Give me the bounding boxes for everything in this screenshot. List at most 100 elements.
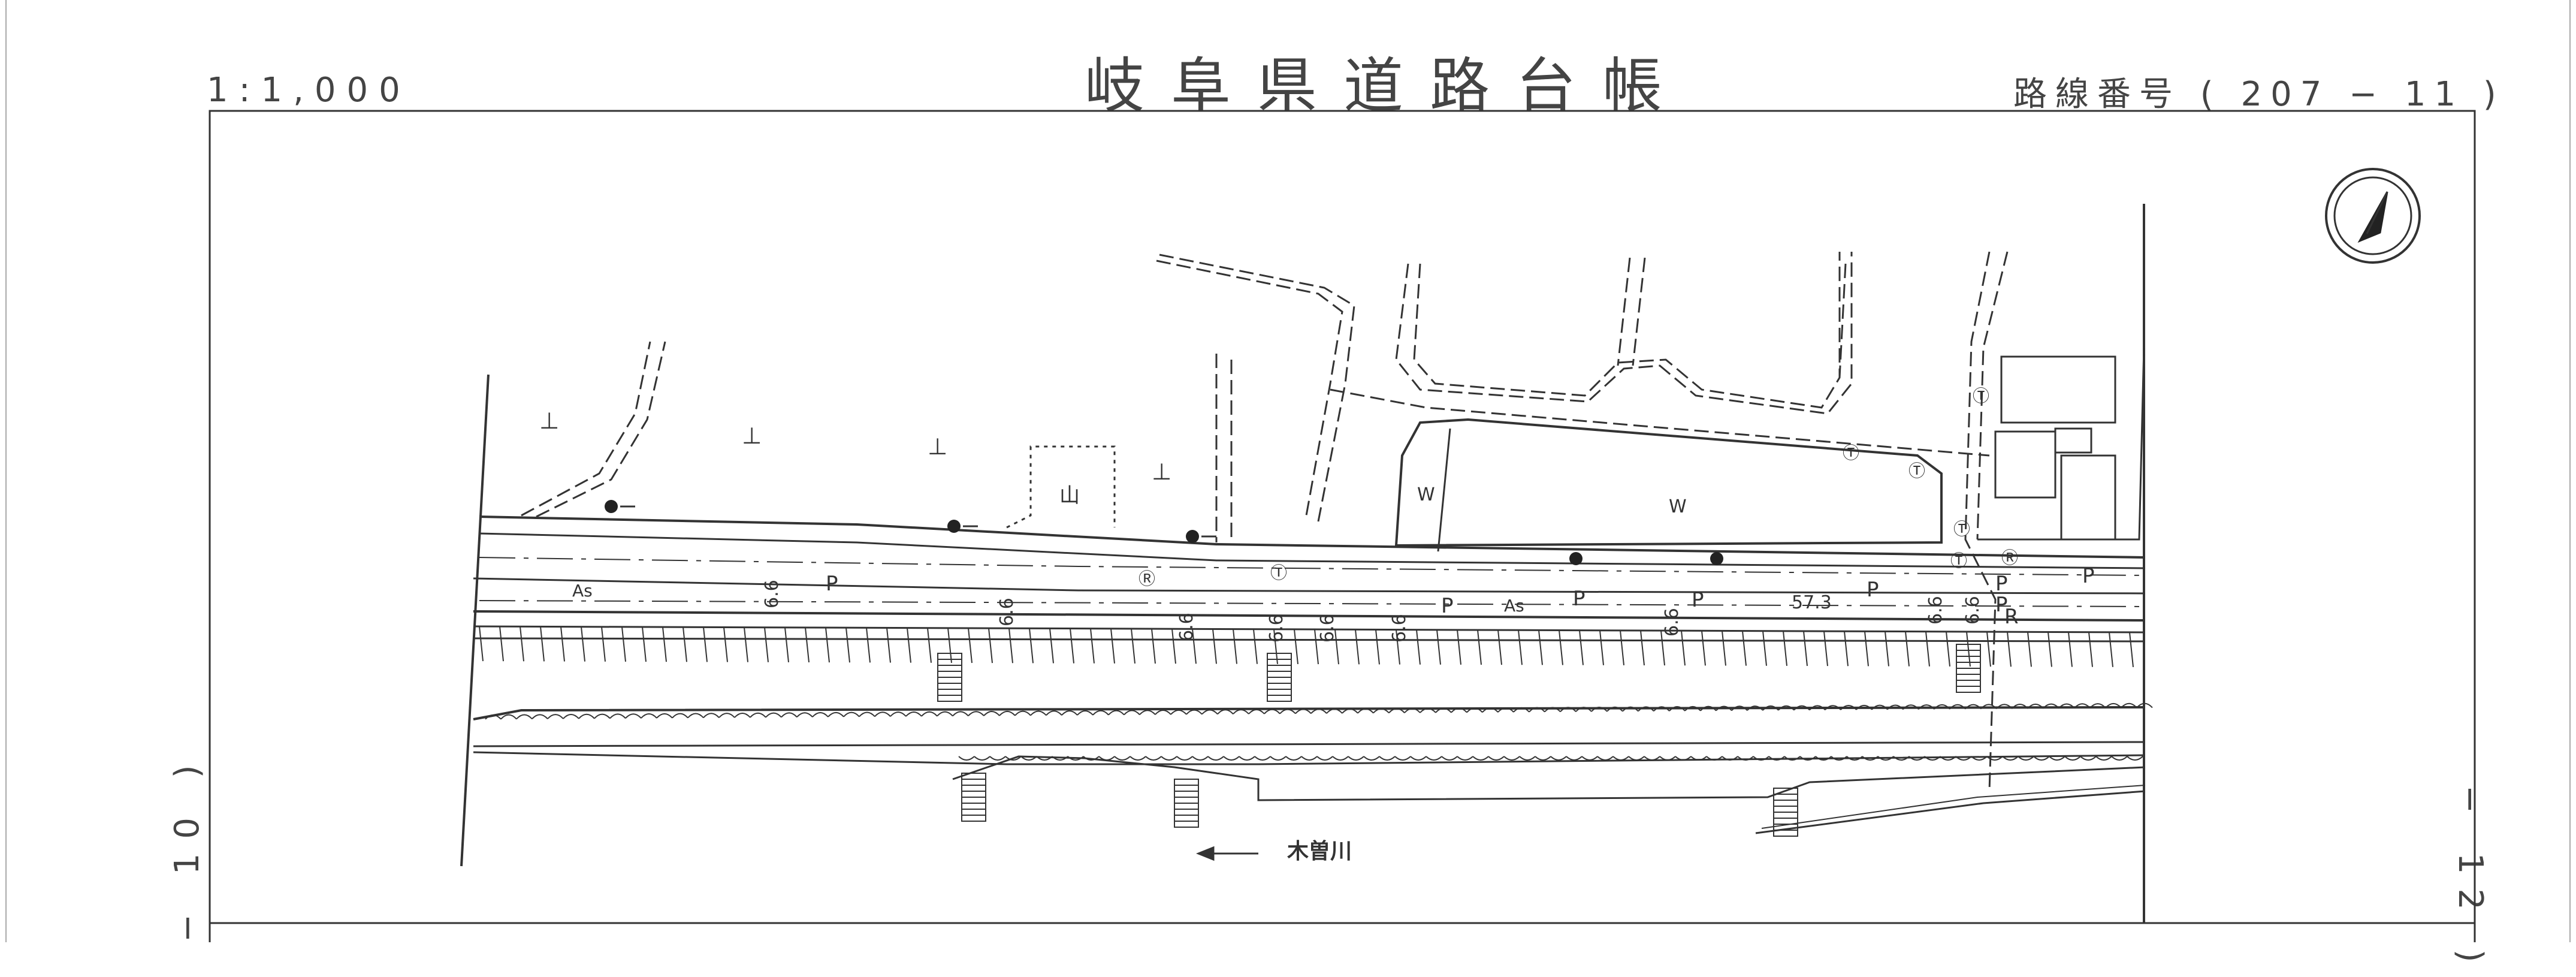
bank-scallop [1052,756,1068,761]
step-structure [961,773,986,822]
bank-scallop [1747,705,1763,711]
bank-scallop [641,713,657,719]
bank-scallop [874,711,891,717]
left-vertical-line [460,374,490,867]
bank-scallop [734,712,751,718]
bank-scallop [1061,710,1078,716]
hatch-tick [845,628,850,663]
bank-scallop [1270,756,1287,761]
hatch-tick [479,626,484,662]
bank-scallop [1394,756,1411,761]
step-structure [1174,779,1199,828]
hatch-tick [927,628,932,663]
hatch-tick [1396,629,1400,665]
bank-scallop [1482,707,1499,713]
water-area [1394,418,1943,552]
bank-scallop [1014,710,1031,716]
hatch-tick [1538,630,1543,665]
pole-tails [620,505,1216,538]
bank-scallop [2127,756,2143,761]
bank-scallop [1529,707,1545,713]
bank-scallop [703,713,720,719]
bank-scallop [1161,756,1177,761]
shoulder-label: P [826,572,838,596]
bank-scallop [1622,706,1639,712]
shoulder-label: P [1441,594,1454,618]
bank-scallop [1466,707,1483,713]
bank-scallop [2080,756,2097,761]
hatch-tick [1049,628,1054,664]
bank-scallop [1036,756,1053,761]
bank-scallop [1638,706,1654,712]
bank-scallop [1092,710,1109,716]
bank-scallop [1404,708,1421,713]
hatch-tick [1355,629,1360,665]
bank-scallop [1856,704,1873,710]
hatch-tick [764,627,769,662]
bank-scallop [1815,756,1832,761]
width-label: 6.6 [1662,608,1683,637]
bank-scallop [1949,704,1966,710]
bank-scallop [1809,705,1826,711]
landuse-symbol: ⊥ [742,423,762,449]
bank-scallop [1503,756,1520,761]
bank-scallop [1388,708,1405,714]
bank-scallop [1644,756,1660,761]
step-structure [1956,644,1981,693]
hatch-tick [1701,631,1706,666]
hatch-tick [1273,629,1278,664]
hatch-tick [2109,632,2113,667]
r-label: R [2004,605,2019,629]
bank-scallop [2095,756,2112,761]
bank-scallop [2002,756,2019,761]
route-number: 路線番号 ( 207 − 11 ) [2013,75,2505,114]
bank-scallop [1124,710,1140,716]
hatch-tick [1518,630,1523,665]
bank-scallop [781,712,798,718]
bank-scallop [1254,756,1271,761]
bank-scallop [1940,756,1956,761]
bank-scallop [1862,756,1879,761]
hatch-tick [1457,629,1461,665]
bank-scallop [1239,756,1255,761]
hatch-tick [1416,629,1421,665]
bank-scallop [1139,710,1156,715]
bank-scallop [2033,756,2050,761]
bank-scallop [989,756,1006,761]
bank-scallop [1310,708,1327,714]
hatch-tick [1314,629,1319,665]
hatch-tick [1110,628,1115,664]
hatch-tick [1620,630,1624,665]
bank-scallop [516,714,533,720]
step-structure [1773,788,1798,837]
bank-scallop [2027,703,2044,709]
hatch-tick [1171,629,1176,664]
bank-scallop [1675,756,1692,761]
surface-label: As [572,581,593,601]
hatch-tick [2027,632,2032,667]
bank-scallop [609,713,626,719]
hatch-tick [520,626,524,662]
parcel-lines-left [521,254,1355,542]
north-arrow-icon [2325,168,2421,264]
bank-scallop [1285,756,1302,761]
hatch-tick [1946,631,1950,667]
bank-scallop [1669,706,1686,711]
bank-scallop [1934,704,1950,710]
hatch-tick [1151,628,1156,664]
bank-scallop [1591,706,1608,712]
hatch-tick [825,628,830,663]
hatch-tick [1579,630,1584,665]
bank-scallop [1472,756,1489,761]
bank-scallop [1597,756,1614,761]
bank-scallop [974,756,990,761]
landuse-symbol: ⊥ [539,408,559,434]
bank-scallop [1799,756,1816,761]
bank-scallop [1887,704,1904,710]
hatch-tick [1090,628,1095,664]
bank-scallop [1560,707,1577,713]
hatch-tick [1131,628,1136,664]
bank-scallop [921,711,938,717]
bank-scallop [1348,756,1364,761]
bank-scallop [1217,709,1234,715]
